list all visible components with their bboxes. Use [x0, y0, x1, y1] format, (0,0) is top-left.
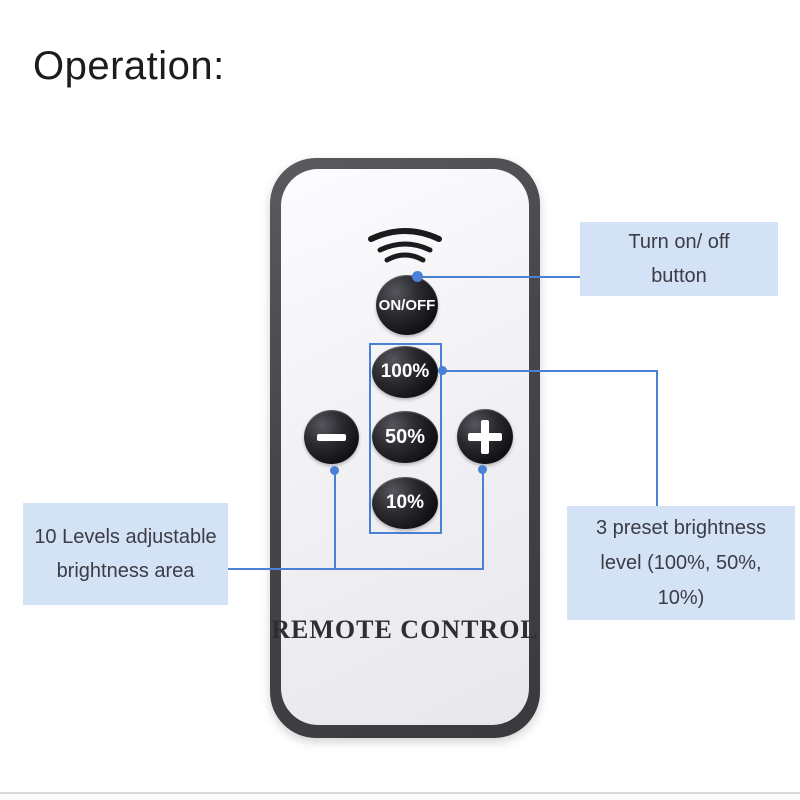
preset-100-label: 100%: [380, 361, 430, 382]
connector-line-presets-horizontal: [440, 370, 658, 372]
connector-line-presets-vertical: [656, 370, 658, 506]
connector-dot-minus: [330, 466, 339, 475]
remote-brand-label: REMOTE CONTROL: [271, 615, 539, 644]
connector-line-plus: [482, 469, 484, 570]
callout-presets-line1: 3 preset brightness: [595, 516, 767, 539]
callout-power-line1: Turn on/ off: [628, 231, 730, 253]
plus-icon: [468, 419, 502, 454]
connector-dot-power: [412, 271, 423, 282]
preset-10-label: 10%: [385, 492, 425, 513]
callout-levels-line1: 10 Levels adjustable: [34, 526, 217, 548]
power-button-label: ON/OFF: [378, 296, 436, 314]
callout-brightness-levels: 10 Levels adjustable brightness area: [23, 503, 228, 605]
preset-buttons-outline: [369, 343, 442, 534]
connector-line-minus: [334, 470, 336, 570]
callout-power-line2: button: [651, 265, 707, 287]
connector-dot-presets: [438, 366, 447, 375]
preset-50-label: 50%: [384, 425, 426, 448]
callout-preset-levels: 3 preset brightness level (100%, 50%, 10…: [567, 506, 795, 620]
ir-signal-waves-icon: [368, 228, 442, 263]
callout-presets-line2: level (100%, 50%,: [600, 551, 762, 574]
preset-50-button: 50%: [372, 411, 438, 463]
power-button: ON/OFF: [376, 275, 438, 335]
callout-presets-line3: 10%): [657, 586, 705, 609]
page-title: Operation:: [33, 44, 225, 88]
connector-line-power: [420, 276, 580, 278]
connector-line-levels: [228, 568, 484, 570]
brightness-increase-button: [457, 409, 513, 464]
callout-levels-line2: brightness area: [56, 560, 195, 582]
callout-power-button: Turn on/ off button: [580, 222, 778, 296]
bottom-strip: [0, 794, 800, 800]
connector-dot-plus: [478, 465, 487, 474]
brightness-decrease-button: [304, 410, 359, 464]
preset-100-button: 100%: [372, 346, 438, 398]
minus-icon: [317, 433, 346, 441]
preset-10-button: 10%: [372, 477, 438, 529]
bottom-divider: [0, 792, 800, 794]
